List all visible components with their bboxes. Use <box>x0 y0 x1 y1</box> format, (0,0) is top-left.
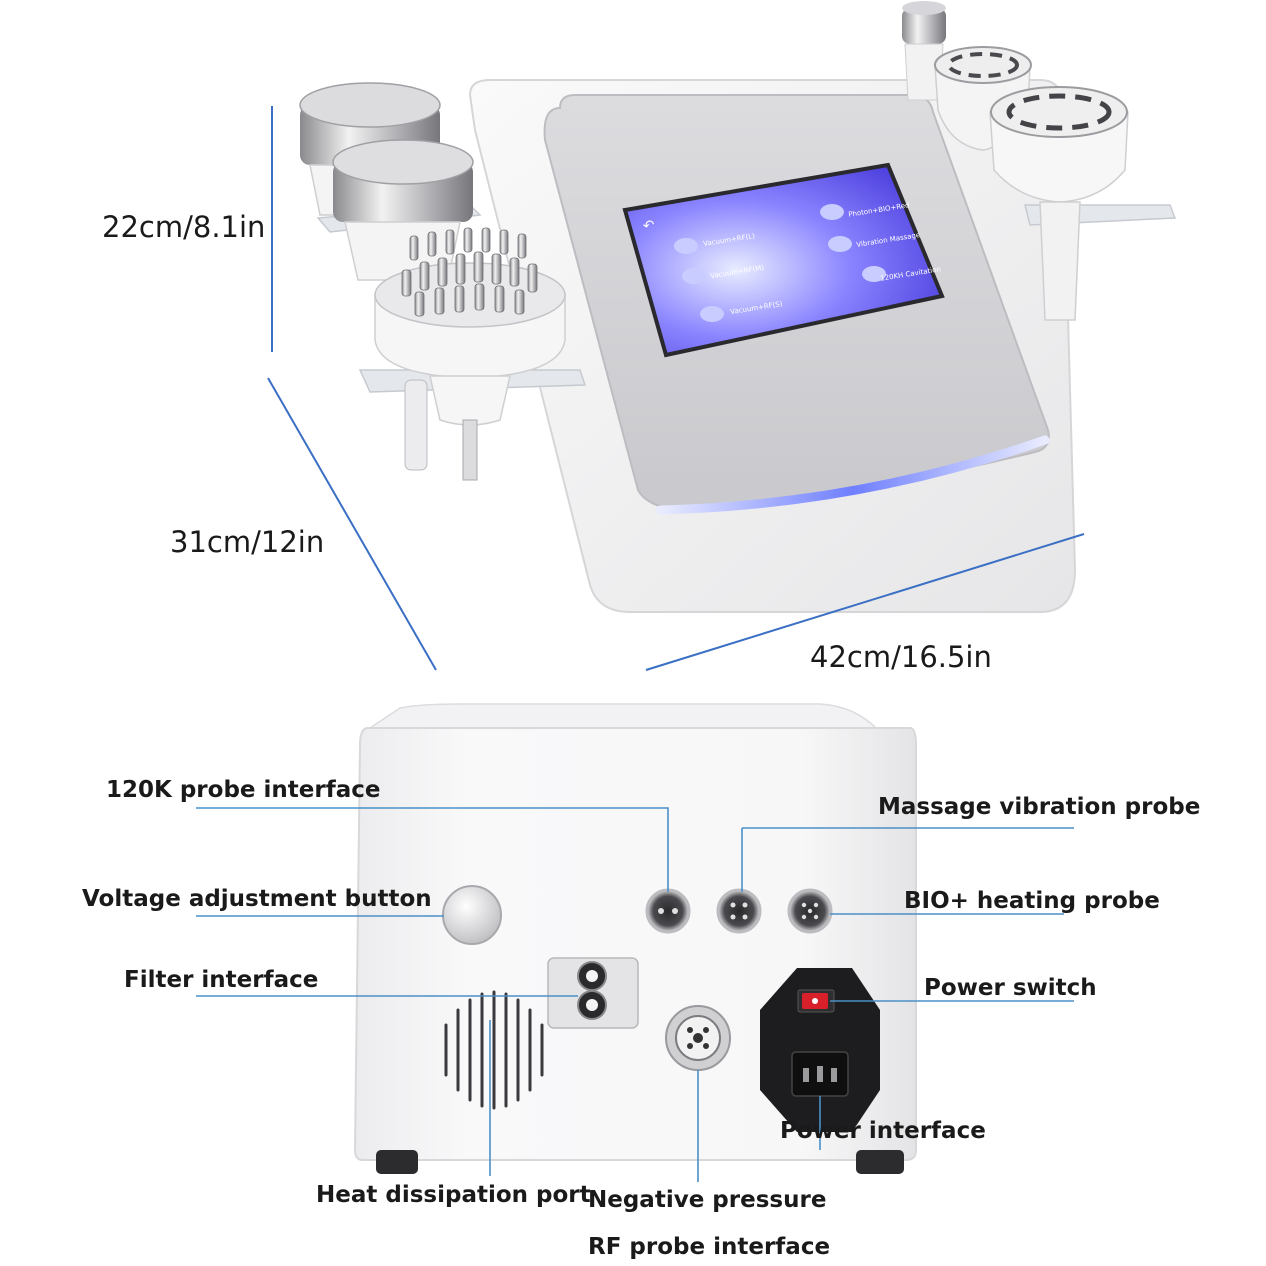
power-module <box>760 968 880 1132</box>
depth-dimension-line <box>267 377 437 671</box>
device-front-illustration <box>267 1 1177 671</box>
connector-bio <box>787 888 833 934</box>
label-power-interface: Power interface <box>780 1118 986 1144</box>
foot-left <box>376 1150 418 1174</box>
width-dimension-line <box>645 533 1085 671</box>
probe-bio-pins <box>374 227 566 481</box>
label-negative-pressure: Negative pressure <box>588 1187 827 1213</box>
probe-medium-left <box>332 139 474 281</box>
label-power-switch: Power switch <box>924 975 1097 1001</box>
label-heat-port: Heat dissipation port <box>316 1182 591 1208</box>
depth-dimension-label: 31cm/12in <box>170 525 325 559</box>
led-strip <box>655 435 1050 515</box>
label-rf-probe: RF probe interface <box>588 1234 831 1260</box>
filter-interface <box>547 957 639 1029</box>
label-filter: Filter interface <box>124 967 319 993</box>
label-voltage-button: Voltage adjustment button <box>82 886 432 912</box>
label-bio-probe: BIO+ heating probe <box>904 888 1160 914</box>
rf-port <box>665 1005 731 1071</box>
connector-120k <box>645 888 691 934</box>
probe-small-rf <box>902 1 946 101</box>
foot-right <box>856 1150 904 1174</box>
voltage-knob <box>442 885 502 945</box>
screen-menu <box>674 204 886 322</box>
height-dimension-label: 22cm/8.1in <box>102 210 266 244</box>
back-body <box>353 727 917 1161</box>
label-120k-probe: 120K probe interface <box>106 777 381 803</box>
connector-massage <box>716 888 762 934</box>
label-massage-probe: Massage vibration probe <box>878 794 1201 820</box>
heat-grille <box>444 990 544 1110</box>
back-lid <box>367 703 880 731</box>
line-120k <box>196 807 669 892</box>
width-dimension-label: 42cm/16.5in <box>810 640 992 674</box>
touch-screen <box>622 162 945 358</box>
probe-cavitation-front <box>989 86 1129 321</box>
back-arrow-icon: ↶ <box>641 217 656 235</box>
